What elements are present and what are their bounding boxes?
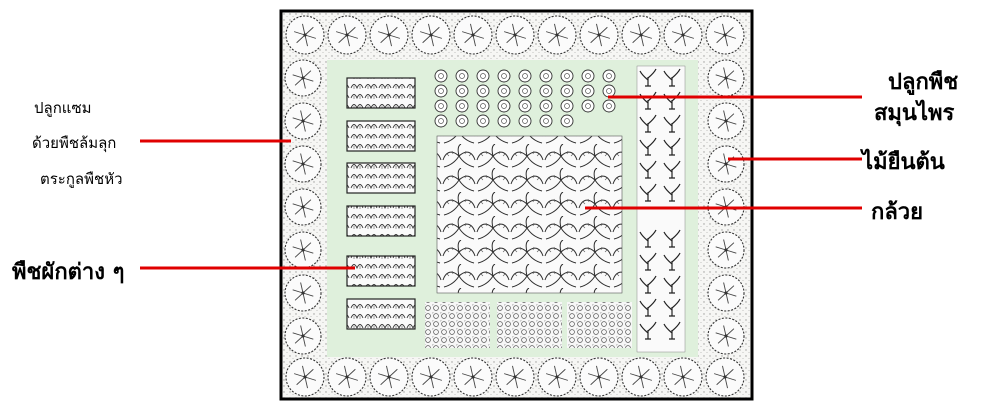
tree-canopy-icon — [708, 103, 744, 139]
tree-canopy-icon — [496, 358, 534, 396]
vegetable-bed-icon — [347, 163, 415, 193]
tree-canopy-icon — [708, 146, 744, 182]
tree-canopy-icon — [370, 358, 408, 396]
small-shrub-icon — [519, 85, 531, 97]
small-shrub-icon — [561, 85, 573, 97]
tree-canopy-icon — [454, 358, 492, 396]
label-intercrop-line1: ปลูกแซม — [34, 96, 92, 120]
tree-canopy-icon — [708, 275, 744, 311]
tree-canopy-icon — [664, 16, 702, 54]
tree-canopy-icon — [285, 60, 321, 96]
small-shrub-icon — [477, 70, 489, 82]
small-shrub-icon — [435, 115, 447, 127]
ground-cover-block-1 — [425, 302, 490, 348]
small-shrub-icon — [540, 115, 552, 127]
tree-canopy-icon — [580, 358, 618, 396]
small-shrub-icon — [435, 100, 447, 112]
tree-canopy-icon — [328, 358, 366, 396]
tree-canopy-icon — [370, 16, 408, 54]
tree-canopy-icon — [706, 358, 744, 396]
tree-canopy-icon — [412, 16, 450, 54]
small-shrub-icon — [498, 100, 510, 112]
small-shrub-icon — [582, 70, 594, 82]
label-vegetables: พืชผักต่าง ๆ — [12, 254, 125, 289]
vegetable-bed-icon — [347, 78, 415, 108]
tree-canopy-icon — [286, 358, 324, 396]
tree-canopy-icon — [706, 16, 744, 54]
tree-canopy-icon — [285, 146, 321, 182]
tree-canopy-icon — [538, 16, 576, 54]
small-shrub-icon — [561, 115, 573, 127]
label-intercrop-line3: ตระกูลพืชหัว — [40, 167, 123, 191]
small-shrub-icon — [519, 100, 531, 112]
small-shrub-icon — [498, 70, 510, 82]
small-shrub-icon — [540, 70, 552, 82]
tree-canopy-icon — [708, 318, 744, 354]
small-shrub-icon — [435, 85, 447, 97]
small-shrub-icon — [603, 100, 615, 112]
tree-canopy-icon — [496, 16, 534, 54]
tree-canopy-icon — [285, 189, 321, 225]
tree-canopy-icon — [538, 358, 576, 396]
small-shrub-icon — [603, 70, 615, 82]
tree-canopy-icon — [622, 358, 660, 396]
tree-canopy-icon — [285, 275, 321, 311]
tree-canopy-icon — [412, 358, 450, 396]
small-shrub-icon — [477, 100, 489, 112]
small-shrub-icon — [561, 100, 573, 112]
small-shrub-icon — [603, 85, 615, 97]
small-shrub-icon — [456, 115, 468, 127]
small-shrub-icon — [540, 100, 552, 112]
ground-cover-block-2 — [497, 302, 562, 348]
small-shrub-icon — [582, 100, 594, 112]
tree-canopy-icon — [708, 232, 744, 268]
small-shrub-icon — [477, 115, 489, 127]
small-shrub-icon — [561, 70, 573, 82]
vegetable-bed-icon — [347, 299, 415, 329]
tree-canopy-icon — [580, 16, 618, 54]
label-banana: กล้วย — [871, 194, 923, 229]
small-shrub-icon — [456, 100, 468, 112]
banana-block — [437, 136, 622, 293]
small-shrub-icon — [477, 85, 489, 97]
tree-canopy-icon — [708, 60, 744, 96]
vegetable-bed-icon — [347, 121, 415, 151]
small-shrub-icon — [582, 85, 594, 97]
label-perennial: ไม้ยืนต้น — [862, 144, 945, 179]
tree-canopy-icon — [285, 103, 321, 139]
small-shrub-icon — [519, 70, 531, 82]
label-herbs-line2: สมุนไพร — [874, 95, 954, 130]
small-shrub-icon — [519, 115, 531, 127]
tree-canopy-icon — [328, 16, 366, 54]
ground-cover-block-3 — [567, 302, 632, 348]
tree-canopy-icon — [622, 16, 660, 54]
small-shrub-icon — [435, 70, 447, 82]
tree-canopy-icon — [664, 358, 702, 396]
small-shrub-icon — [498, 85, 510, 97]
small-shrub-icon — [498, 115, 510, 127]
small-shrub-icon — [456, 85, 468, 97]
label-intercrop-line2: ด้วยพืชล้มลุก — [32, 131, 116, 155]
tree-canopy-icon — [286, 16, 324, 54]
small-shrub-icon — [540, 85, 552, 97]
vegetable-bed-icon — [347, 256, 415, 286]
small-shrub-icon — [456, 70, 468, 82]
tree-canopy-icon — [285, 232, 321, 268]
tree-canopy-icon — [285, 318, 321, 354]
label-herbs-line1: ปลูกพืช — [888, 64, 958, 99]
tree-canopy-icon — [454, 16, 492, 54]
vegetable-bed-icon — [347, 206, 415, 236]
